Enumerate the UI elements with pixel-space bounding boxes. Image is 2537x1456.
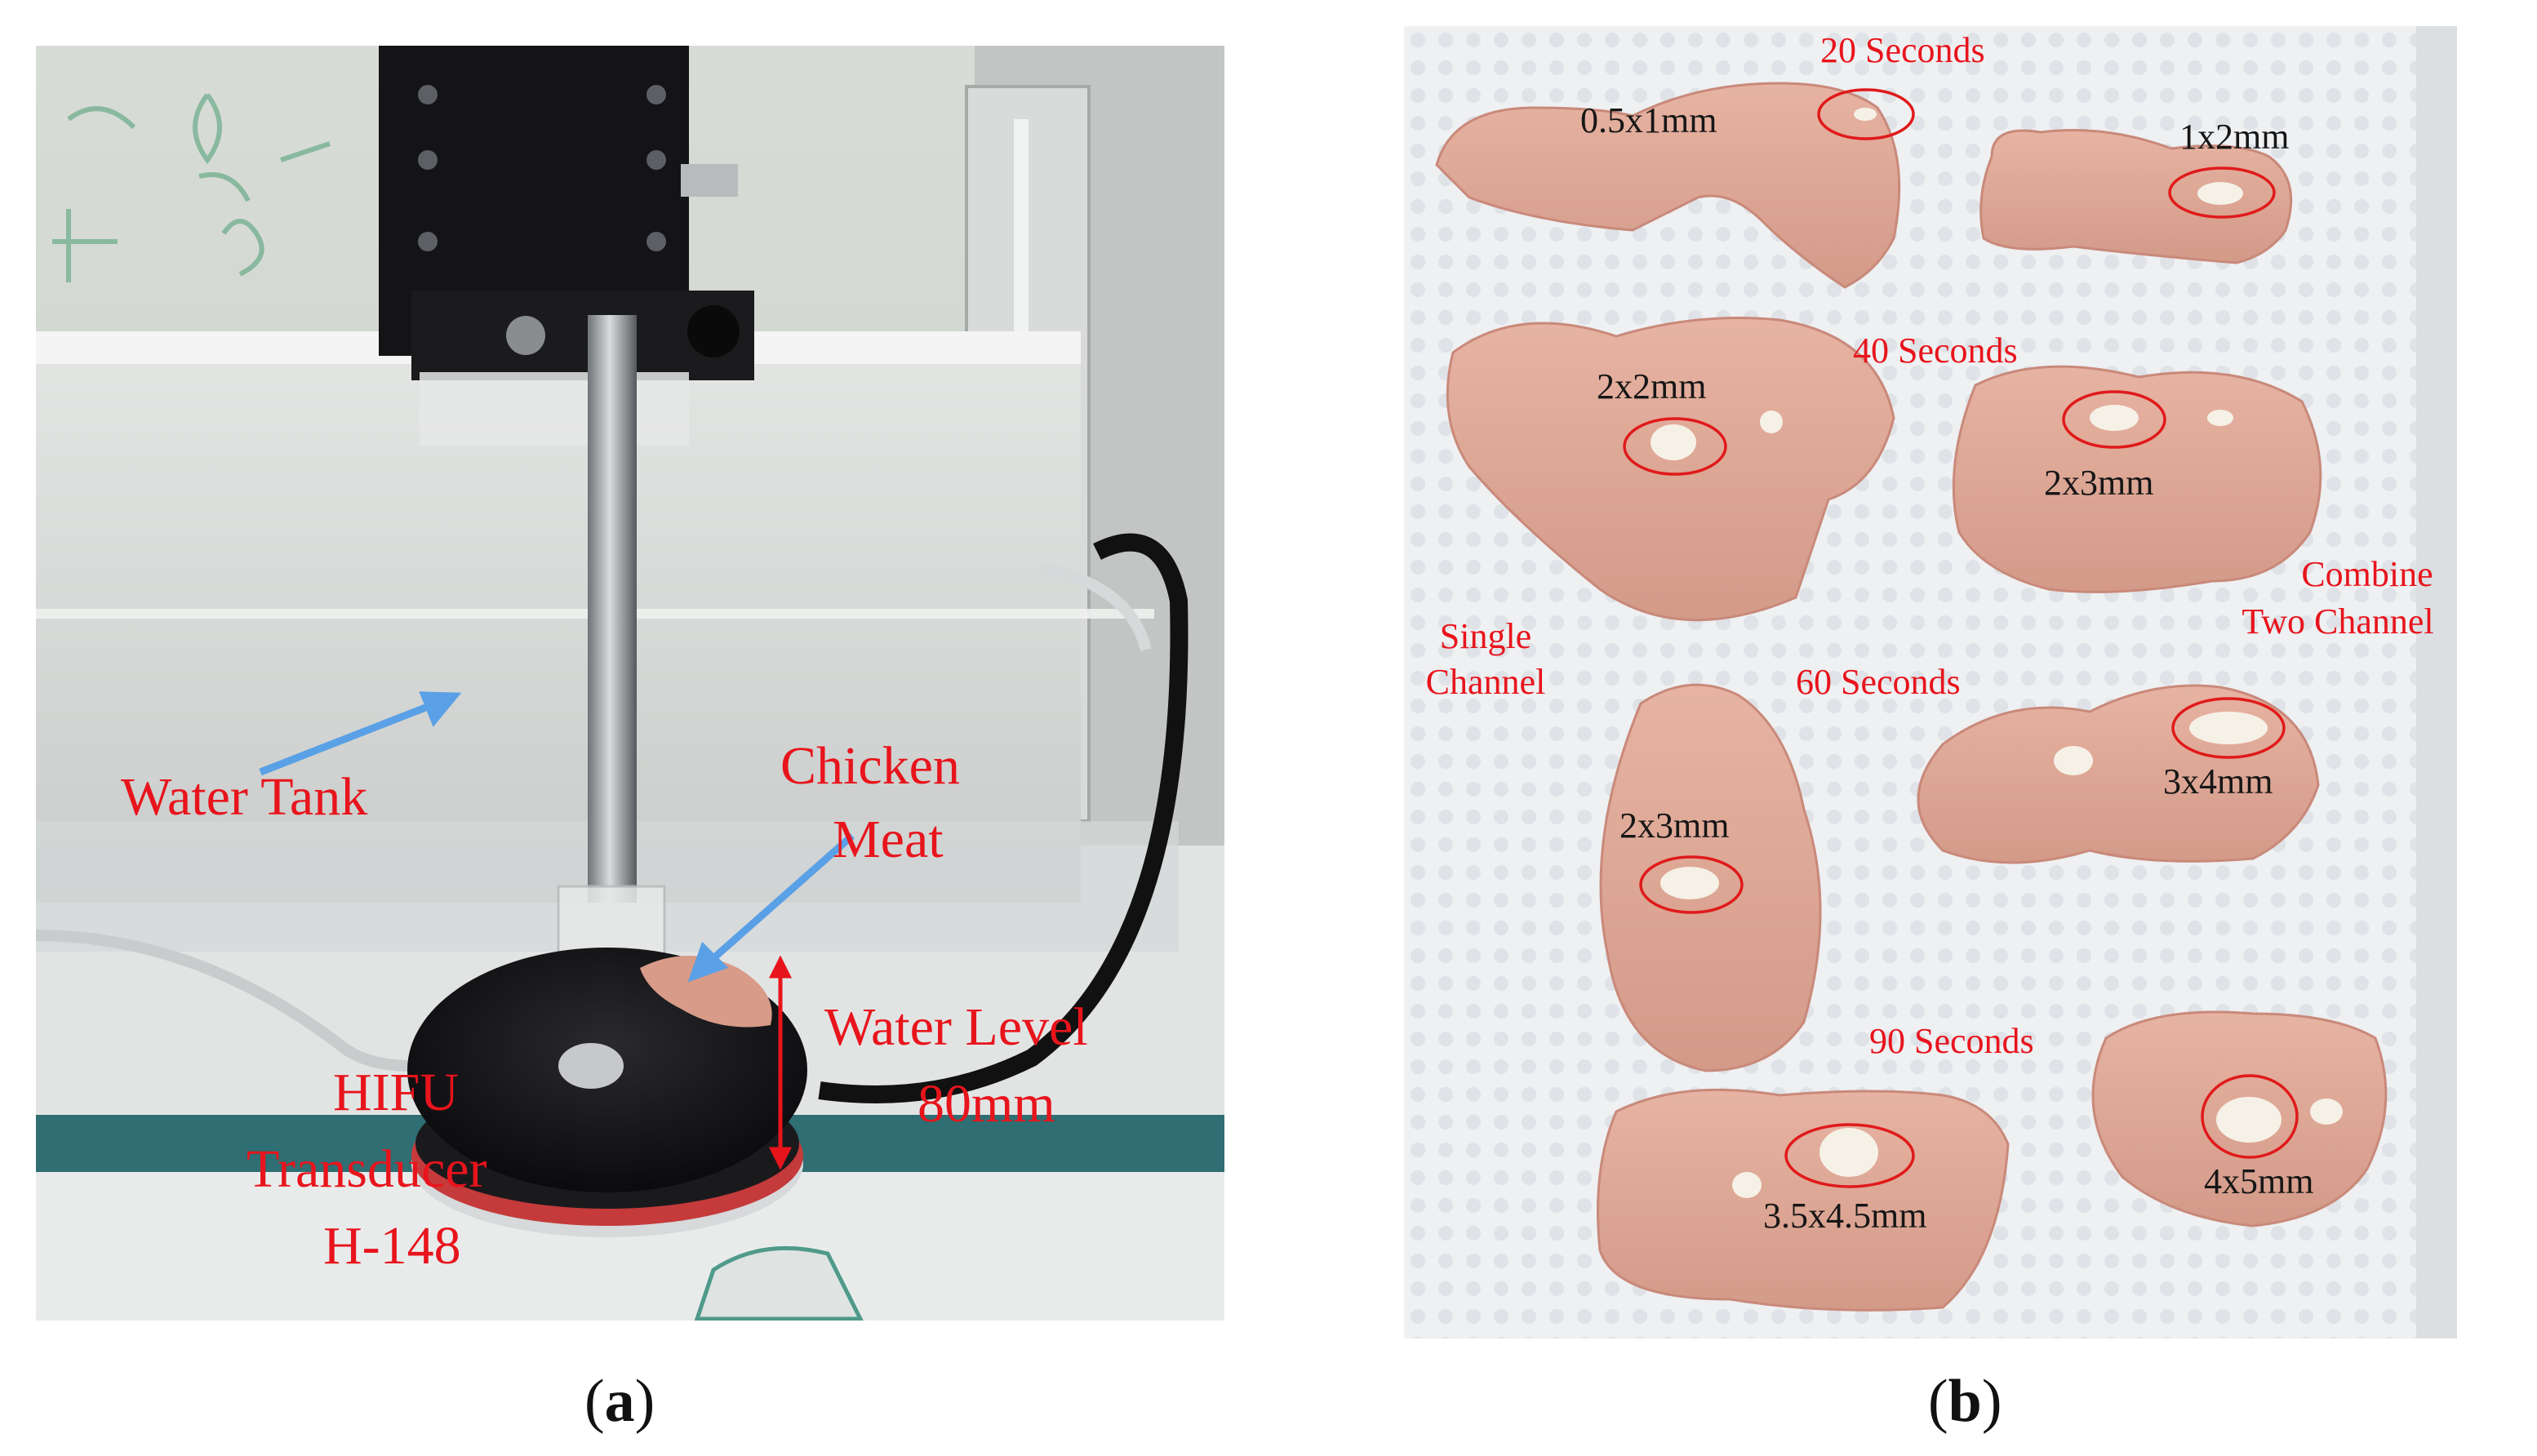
lesion-circles <box>1623 88 2299 1188</box>
metal-rod <box>588 315 637 903</box>
size-40-combined: 2x3mm <box>2044 463 2154 503</box>
transducer-label: Transducer <box>247 1139 487 1199</box>
towel-edge <box>2416 26 2457 1338</box>
chicken-label: Chicken <box>780 736 960 796</box>
size-40-single: 2x2mm <box>1597 366 1707 406</box>
model-label: H-148 <box>323 1216 461 1276</box>
time-label-90: 90 Seconds <box>1869 1021 2034 1061</box>
caption-b-open: ( <box>1928 1368 1948 1435</box>
caption-a: (a) <box>584 1371 655 1432</box>
meat-pieces <box>1435 82 2388 1312</box>
water-level-value-label: 80mm <box>917 1074 1055 1134</box>
transducer-center <box>558 1043 624 1089</box>
setup-photo-drawing <box>36 46 1224 1321</box>
caption-b: (b) <box>1928 1371 2002 1432</box>
chicken-meat-sample <box>640 956 772 1028</box>
combine-label: Combine <box>2301 554 2433 594</box>
mount-plate <box>420 372 689 446</box>
water-tank-label: Water Tank <box>121 767 368 827</box>
setup-photo: Water Tank Chicken Meat Water Level 80mm… <box>36 46 1224 1321</box>
whiteboard-scribbles <box>52 93 331 282</box>
annotation-arrows <box>259 691 855 983</box>
lesion-spots <box>1651 108 2343 1198</box>
size-90-single: 3.5x4.5mm <box>1763 1196 1927 1236</box>
clear-tube-left <box>36 930 412 1072</box>
meat-label: Meat <box>833 810 944 869</box>
stage-knob <box>681 164 738 197</box>
clamp-knob <box>687 305 740 357</box>
clamp-screw <box>506 316 545 355</box>
two-channel-label: Two Channel <box>2242 601 2434 641</box>
caption-a-open: ( <box>584 1368 605 1435</box>
lesion-photo-drawing <box>1404 26 2457 1338</box>
time-label-60: 60 Seconds <box>1796 662 1961 702</box>
size-90-combined: 4x5mm <box>2204 1161 2314 1201</box>
lesion-photo: 20 Seconds 40 Seconds 60 Seconds 90 Seco… <box>1404 26 2457 1338</box>
size-60-single: 2x3mm <box>1620 806 1730 846</box>
hifu-label: HIFU <box>333 1063 460 1122</box>
time-label-20: 20 Seconds <box>1820 30 1985 70</box>
black-tube <box>818 533 1189 1103</box>
size-20-combined: 1x2mm <box>2179 117 2290 157</box>
caption-b-letter: b <box>1948 1368 1982 1435</box>
caption-b-close: ) <box>1981 1368 2002 1435</box>
single-label: Single <box>1439 616 1532 656</box>
stage-screws <box>418 85 666 251</box>
clear-tube <box>1038 562 1152 651</box>
caption-a-letter: a <box>604 1368 635 1435</box>
caption-a-close: ) <box>634 1368 655 1435</box>
time-label-40: 40 Seconds <box>1853 331 2018 371</box>
water-level-arrow <box>768 955 793 1170</box>
size-20-single: 0.5x1mm <box>1580 100 1717 140</box>
bottom-sticker <box>694 1245 864 1321</box>
water-level-label: Water Level <box>824 997 1088 1057</box>
channel-label: Channel <box>1425 662 1546 702</box>
size-60-combined: 3x4mm <box>2163 761 2273 801</box>
